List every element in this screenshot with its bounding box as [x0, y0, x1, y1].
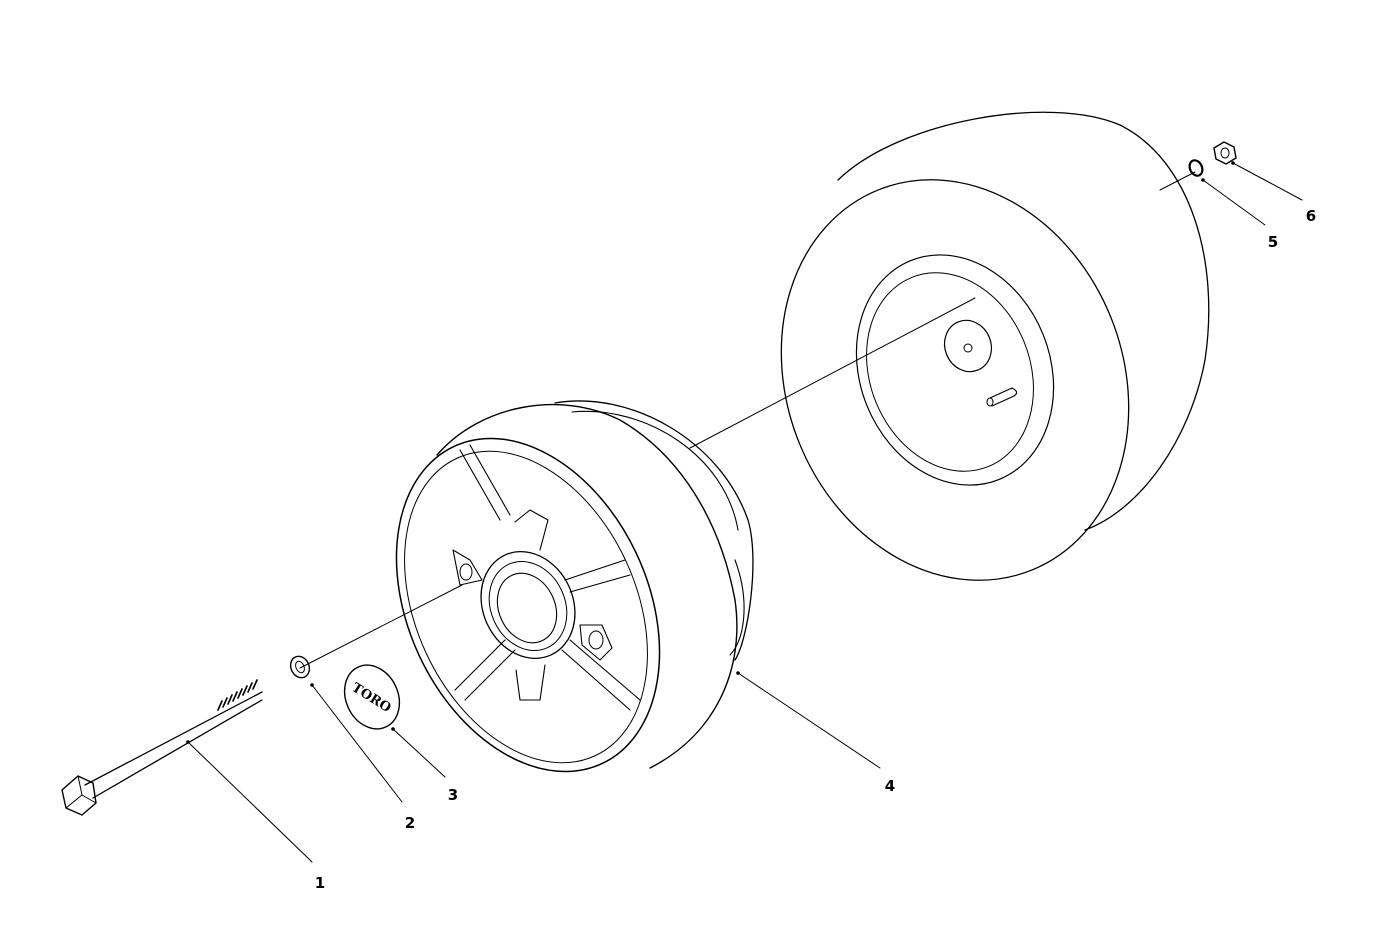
callout-2: 2: [405, 814, 415, 832]
tire-wheel-assembly: [780, 111, 1210, 581]
callout-6: 6: [1306, 207, 1316, 225]
callout-5: 5: [1268, 233, 1278, 251]
wheel-weight-part-4: [395, 400, 754, 773]
callout-3: 3: [448, 786, 458, 804]
washer-part-5: [1188, 159, 1204, 177]
callout-4: 4: [885, 777, 895, 795]
washer-part-2: [289, 655, 311, 679]
nut-part-6: [1213, 141, 1237, 165]
callout-1: 1: [315, 874, 325, 892]
leader-lines: [186, 161, 1303, 863]
callout-labels: 1 2 3 4 5 6: [315, 207, 1316, 892]
decal-part-3: TORO: [343, 664, 401, 730]
assembly-axis-line: [299, 171, 1196, 669]
bolt-part-1: [61, 679, 263, 816]
decal-logo-text: TORO: [349, 680, 394, 716]
